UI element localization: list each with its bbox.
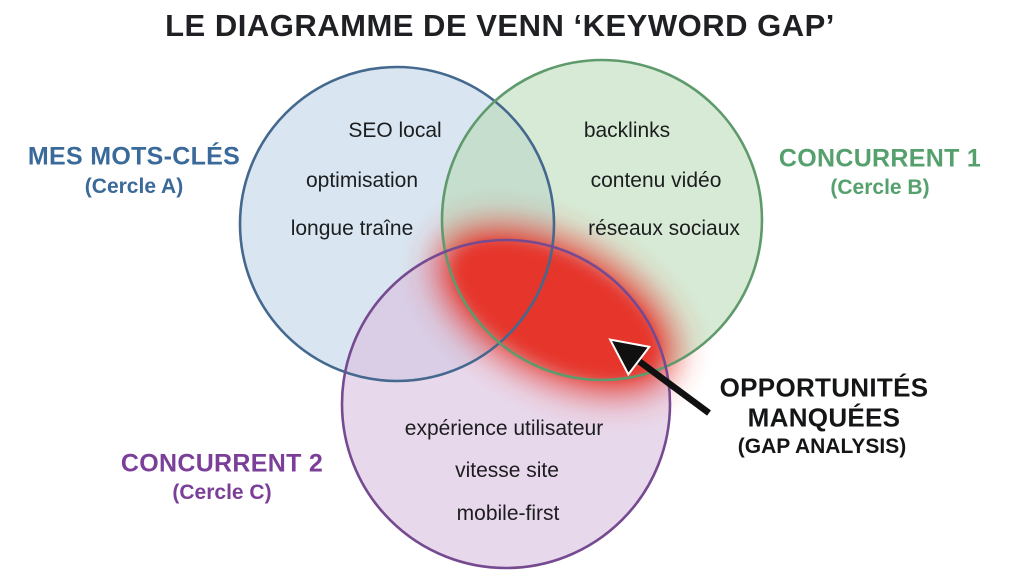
arrow-shaft xyxy=(634,356,711,416)
circle-c-sublabel: (Cercle C) xyxy=(172,481,272,504)
circle-c-outline xyxy=(340,238,672,570)
circle-b-label: CONCURRENT 1 xyxy=(778,144,982,173)
circle-a-outline xyxy=(238,65,556,383)
keyword-item: backlinks xyxy=(583,119,671,142)
circle-b-sublabel: (Cercle B) xyxy=(830,176,930,199)
keyword-item: mobile-first xyxy=(456,502,560,525)
keyword-item: expérience utilisateur xyxy=(404,417,604,440)
circle-outlines xyxy=(238,58,764,570)
keyword-item: réseaux sociaux xyxy=(588,217,740,240)
gap-callout-line2: MANQUÉES xyxy=(747,402,901,433)
keyword-item: longue traîne xyxy=(290,217,414,240)
gap-callout-line1: OPPORTUNITÉS xyxy=(719,372,929,403)
gap-callout-line3: (GAP ANALYSIS) xyxy=(737,435,907,458)
circle-a-label: MES MOTS-CLÉS xyxy=(27,142,241,171)
keyword-item: SEO local xyxy=(348,119,442,142)
keyword-item: optimisation xyxy=(305,169,419,192)
keyword-item: contenu vidéo xyxy=(590,169,722,192)
circle-b-outline xyxy=(440,58,764,382)
gap-arrow xyxy=(608,338,711,416)
page-title: LE DIAGRAMME DE VENN ‘KEYWORD GAP’ xyxy=(165,8,835,43)
keyword-item: vitesse site xyxy=(455,459,559,482)
circle-a-sublabel: (Cercle A) xyxy=(84,175,184,198)
arrow-head-icon xyxy=(608,338,652,377)
circle-c-label: CONCURRENT 2 xyxy=(120,449,324,478)
gap-highlight-core xyxy=(453,240,659,380)
